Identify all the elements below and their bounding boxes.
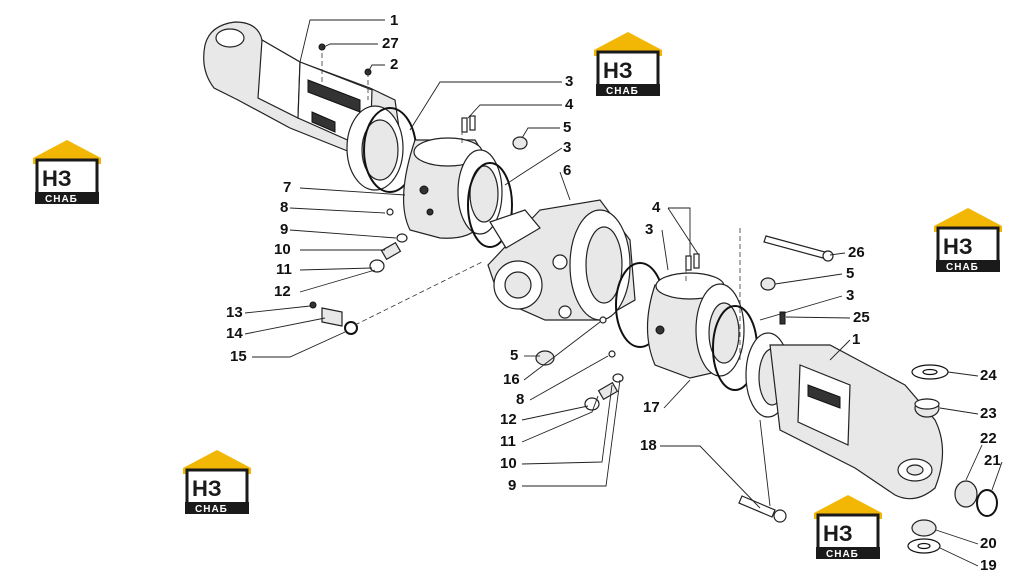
callout-label: 23 bbox=[980, 405, 997, 422]
callout-label: 27 bbox=[382, 35, 399, 52]
callout-label: 3 bbox=[563, 139, 571, 156]
callout-label: 17 bbox=[643, 399, 660, 416]
callout-label: 5 bbox=[563, 119, 571, 136]
callout-label: 5 bbox=[846, 265, 854, 282]
callout-label: 6 bbox=[563, 162, 571, 179]
svg-text:СНАБ: СНАБ bbox=[606, 86, 639, 97]
callout-label: 1 bbox=[852, 331, 860, 348]
callout-label: 12 bbox=[500, 411, 517, 428]
callout-label: 3 bbox=[645, 221, 653, 238]
callout-label: 11 bbox=[276, 261, 292, 278]
watermark-logo: НЗ СНАБ bbox=[934, 208, 1002, 273]
callout-label: 9 bbox=[508, 477, 516, 494]
callout-label: 9 bbox=[280, 221, 288, 238]
callout-label: 10 bbox=[274, 241, 291, 258]
watermark-logo: НЗ СНАБ bbox=[814, 495, 882, 560]
right-axle-housing bbox=[745, 332, 944, 500]
callout-labels: 1 27 2 3 4 5 3 6 7 8 9 10 11 12 13 14 15… bbox=[226, 12, 1001, 574]
watermark-logo: НЗ СНАБ bbox=[33, 140, 101, 205]
callout-label: 25 bbox=[853, 309, 870, 326]
callout-label: 13 bbox=[226, 304, 243, 321]
callout-label: 10 bbox=[500, 455, 517, 472]
svg-text:НЗ: НЗ bbox=[42, 166, 72, 191]
callout-leaders bbox=[244, 19, 1003, 567]
svg-text:НЗ: НЗ bbox=[603, 58, 633, 83]
callout-label: 21 bbox=[984, 452, 1001, 469]
left-axle-housing bbox=[203, 21, 417, 193]
callout-label: 12 bbox=[274, 283, 291, 300]
callout-label: 2 bbox=[390, 56, 398, 73]
callout-label: 1 bbox=[390, 12, 398, 29]
callout-label: 8 bbox=[516, 391, 524, 408]
left-hub-carrier bbox=[403, 137, 513, 248]
callout-label: 11 bbox=[500, 433, 516, 450]
callout-label: 3 bbox=[846, 287, 854, 304]
callout-label: 24 bbox=[980, 367, 997, 384]
alignment-lines bbox=[321, 45, 741, 360]
callout-label: 19 bbox=[980, 557, 997, 574]
callout-label: 4 bbox=[652, 199, 661, 216]
callout-label: 18 bbox=[640, 437, 657, 454]
washers-bushings bbox=[907, 364, 998, 554]
callout-label: 7 bbox=[283, 179, 291, 196]
svg-text:СНАБ: СНАБ bbox=[45, 194, 78, 205]
callout-label: 3 bbox=[565, 73, 573, 90]
callout-label: 26 bbox=[848, 244, 865, 261]
svg-text:СНАБ: СНАБ bbox=[826, 549, 859, 560]
svg-text:НЗ: НЗ bbox=[943, 234, 973, 259]
svg-text:НЗ: НЗ bbox=[192, 476, 222, 501]
callout-label: 4 bbox=[565, 96, 574, 113]
differential-housing bbox=[487, 199, 636, 366]
right-fittings bbox=[584, 350, 624, 411]
callout-label: 22 bbox=[980, 430, 997, 447]
bolts bbox=[738, 235, 834, 523]
callout-label: 5 bbox=[510, 347, 518, 364]
svg-text:СНАБ: СНАБ bbox=[946, 262, 979, 273]
callout-label: 8 bbox=[280, 199, 288, 216]
svg-text:НЗ: НЗ bbox=[823, 521, 853, 546]
callout-label: 15 bbox=[230, 348, 247, 365]
svg-text:СНАБ: СНАБ bbox=[195, 504, 228, 515]
right-hub-carrier bbox=[615, 253, 786, 391]
callout-label: 14 bbox=[226, 325, 243, 342]
callout-label: 20 bbox=[980, 535, 997, 552]
watermark-logo: НЗ СНАБ bbox=[183, 450, 251, 515]
watermark-logo: НЗ СНАБ bbox=[594, 32, 662, 97]
callout-label: 16 bbox=[503, 371, 520, 388]
